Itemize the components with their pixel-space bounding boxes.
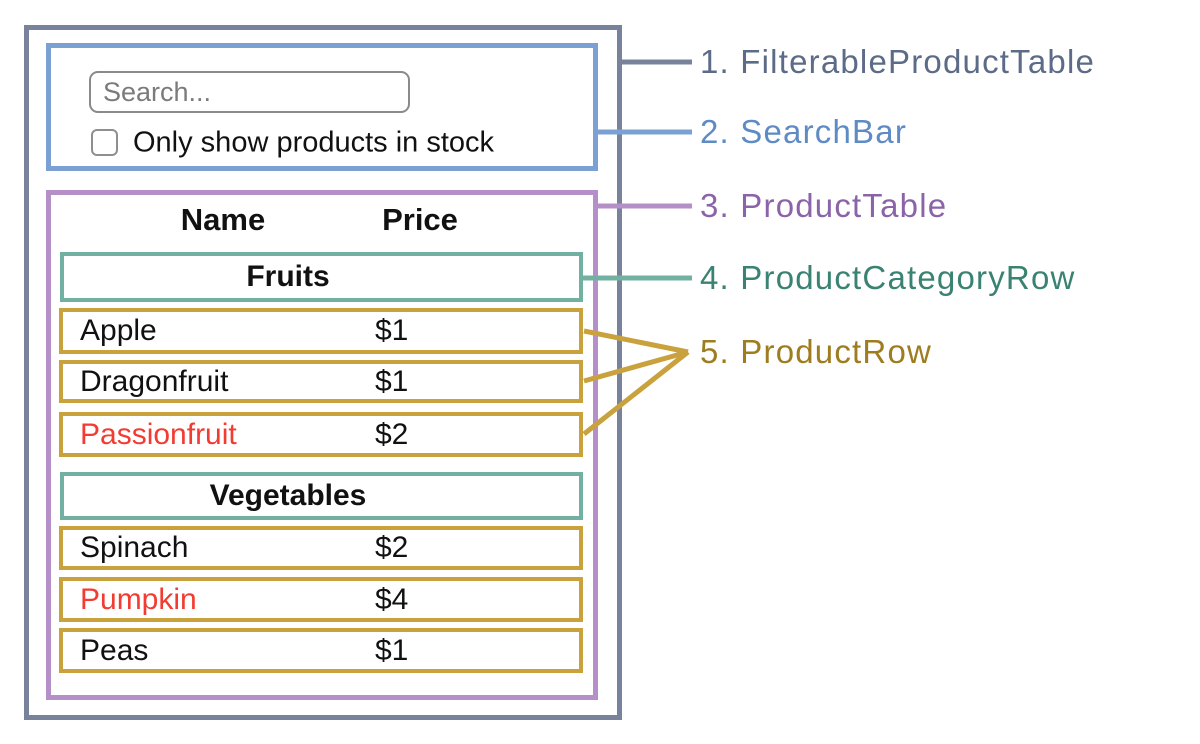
product-row: Pumpkin $4 (59, 577, 583, 622)
legend-filterable-product-table: 1. FilterableProductTable (700, 43, 1096, 80)
product-price: $1 (375, 633, 409, 667)
product-name-out-of-stock: Passionfruit (80, 417, 237, 451)
product-price: $1 (375, 314, 409, 347)
product-name: Peas (80, 633, 149, 667)
legend-product-table: 3. ProductTable (700, 187, 948, 224)
product-price: $1 (375, 364, 409, 398)
product-row: Peas $1 (59, 628, 583, 673)
product-row: Dragonfruit $1 (59, 360, 583, 403)
product-name-out-of-stock: Pumpkin (80, 582, 197, 616)
category-row-fruits: Fruits (60, 252, 583, 302)
category-label: Fruits (246, 260, 330, 293)
column-header-name: Name (180, 202, 266, 237)
column-header-price: Price (382, 202, 458, 237)
product-name: Dragonfruit (80, 364, 229, 398)
product-row: Passionfruit $2 (59, 412, 583, 457)
product-row: Spinach $2 (59, 526, 583, 570)
product-name: Spinach (80, 531, 189, 564)
category-row-vegetables: Vegetables (60, 472, 583, 520)
in-stock-checkbox[interactable] (91, 129, 118, 156)
category-label: Vegetables (209, 479, 367, 512)
product-price: $2 (375, 417, 409, 451)
in-stock-checkbox-label: Only show products in stock (133, 126, 495, 159)
search-input[interactable] (89, 71, 410, 113)
product-price: $2 (375, 531, 409, 564)
legend-product-row: 5. ProductRow (700, 333, 933, 370)
product-row: Apple $1 (59, 308, 583, 354)
product-price: $4 (375, 582, 409, 616)
legend-product-category-row: 4. ProductCategoryRow (700, 259, 1076, 296)
legend-search-bar: 2. SearchBar (700, 113, 908, 150)
product-name: Apple (80, 314, 157, 347)
